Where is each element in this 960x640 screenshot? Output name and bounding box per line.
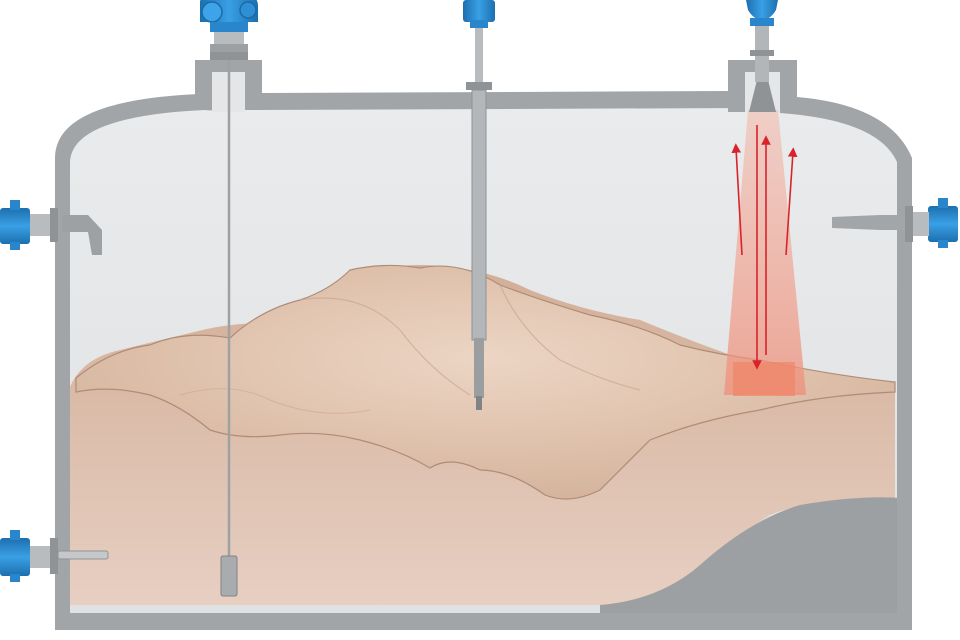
rod-probe-head-icon[interactable] bbox=[463, 0, 495, 28]
left-switch-flange bbox=[50, 208, 58, 242]
cable-probe-flange bbox=[210, 52, 248, 60]
rod-probe-flange bbox=[466, 82, 492, 90]
radar-beam bbox=[724, 110, 806, 395]
radar-horn bbox=[749, 80, 776, 112]
cable-probe-head-icon[interactable] bbox=[200, 0, 258, 52]
rod-probe-tip bbox=[476, 396, 482, 410]
rod-probe-tube bbox=[471, 89, 487, 341]
echo-arrow-icon bbox=[731, 143, 743, 256]
echo-arrow-icon bbox=[785, 147, 798, 256]
radar-head-icon[interactable] bbox=[746, 0, 778, 26]
tank-wall bbox=[55, 60, 912, 630]
left-switch-head-icon[interactable] bbox=[0, 200, 30, 250]
material-surface-mound bbox=[75, 264, 896, 500]
tank-floor-shadow bbox=[600, 497, 900, 620]
radar-flange bbox=[750, 50, 774, 56]
right-rod bbox=[832, 215, 905, 230]
rod-probe-sensor bbox=[474, 338, 484, 398]
bottom-switch-head-icon[interactable] bbox=[0, 530, 30, 582]
right-switch-head-icon[interactable] bbox=[928, 198, 958, 248]
left-paddle bbox=[62, 215, 102, 255]
bottom-switch-flange bbox=[50, 538, 58, 574]
surface-ridge bbox=[179, 388, 371, 414]
surface-ridge bbox=[299, 284, 641, 396]
bottom-switch-rod bbox=[57, 550, 109, 560]
right-switch-flange bbox=[905, 206, 913, 242]
tank-bottom bbox=[55, 613, 912, 630]
rod-probe-stem bbox=[475, 24, 483, 94]
cable-probe-weight bbox=[220, 555, 238, 597]
radar-footprint bbox=[733, 362, 795, 396]
